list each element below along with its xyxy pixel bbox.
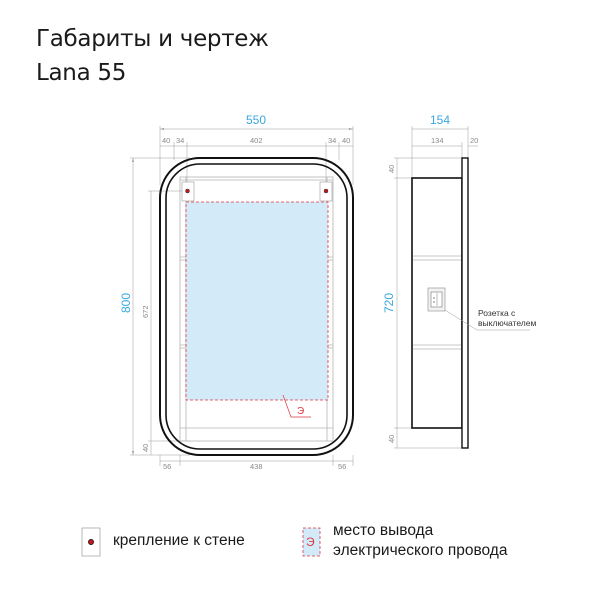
front-view: Э 550 40 34 402 34 40 800 672 40 56 438 …	[119, 113, 354, 471]
svg-text:20: 20	[470, 136, 478, 145]
model-name: Lana 55	[36, 60, 127, 86]
svg-text:40: 40	[162, 136, 170, 145]
dim-overall-height: 800	[119, 293, 133, 313]
svg-text:Э: Э	[306, 535, 315, 549]
svg-text:выключателем: выключателем	[478, 318, 536, 328]
page-title: Габариты и чертеж	[36, 26, 269, 52]
svg-text:Розетка с: Розетка с	[478, 308, 516, 318]
mirror-area	[185, 201, 329, 401]
svg-text:Э: Э	[297, 406, 304, 417]
mount-point-right	[319, 181, 333, 202]
dim-body-height: 720	[382, 293, 396, 313]
dim-overall-width: 550	[246, 113, 266, 127]
svg-text:40: 40	[342, 136, 350, 145]
svg-text:672: 672	[141, 305, 150, 318]
svg-text:134: 134	[431, 136, 444, 145]
socket-icon	[427, 287, 446, 312]
svg-text:40: 40	[387, 435, 396, 443]
mount-legend-icon	[81, 527, 101, 557]
svg-text:40: 40	[141, 444, 150, 452]
outlet-legend-label-2: электрического провода	[333, 542, 508, 559]
dim-overall-depth: 154	[430, 113, 450, 127]
mount-legend-label: крепление к стене	[113, 532, 245, 549]
svg-text:34: 34	[176, 136, 184, 145]
svg-text:56: 56	[338, 462, 346, 471]
outlet-marker: Э	[282, 394, 311, 418]
side-view: Розетка с выключателем 154 134 20 720 40…	[382, 113, 536, 449]
outlet-legend-icon: Э	[302, 527, 321, 557]
svg-text:56: 56	[163, 462, 171, 471]
svg-text:402: 402	[250, 136, 263, 145]
svg-text:34: 34	[328, 136, 336, 145]
svg-text:40: 40	[387, 165, 396, 173]
mount-point-left	[181, 181, 195, 202]
svg-text:438: 438	[250, 462, 263, 471]
outlet-legend-label-1: место вывода	[333, 522, 434, 539]
